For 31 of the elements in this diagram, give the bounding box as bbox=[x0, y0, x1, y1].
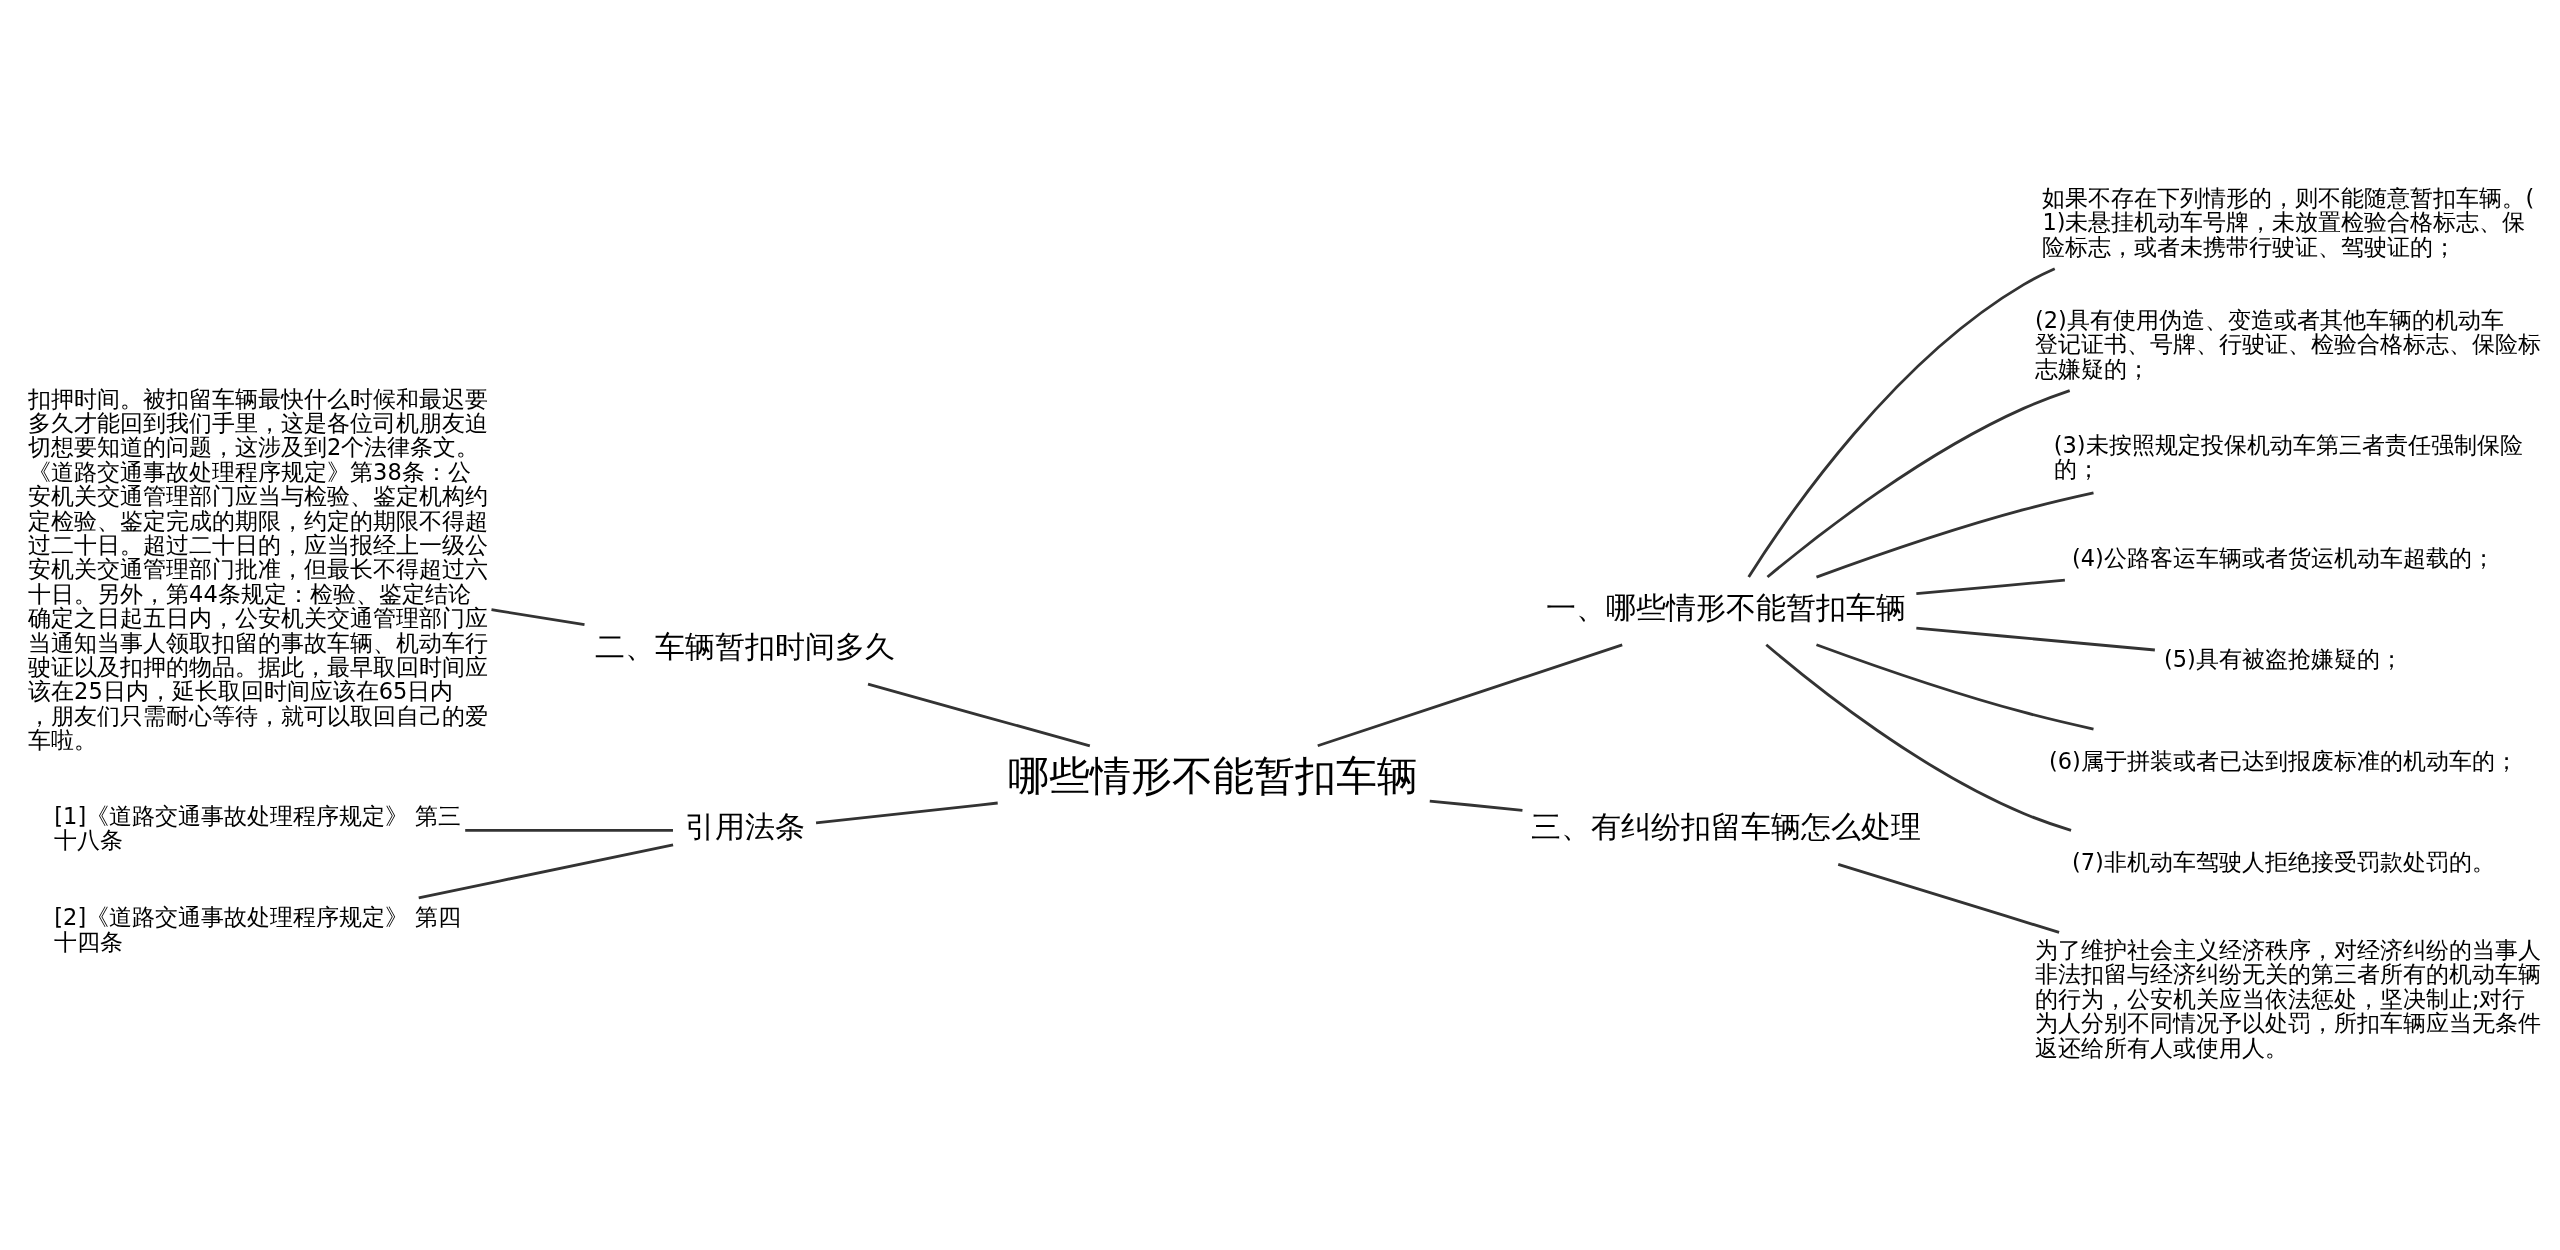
connector bbox=[1837, 862, 2060, 934]
connector bbox=[1916, 626, 2155, 652]
node-text: (2)具有使用伪造、变造或者其他车辆的机动车登记证书、号牌、行驶证、检验合格标志、保险标志嫌疑的； bbox=[2034, 306, 2541, 382]
connector bbox=[1766, 389, 2071, 579]
node-text: (4)公路客运车辆或者货运机动车超载的； bbox=[2071, 545, 2495, 572]
node-text: [2]《道路交通事故处理程序规定》 第四十四条 bbox=[54, 904, 462, 955]
node-text: 一、哪些情形不能暂扣车辆 bbox=[1546, 590, 1907, 626]
node-text: 三、有纠纷扣留车辆怎么处理 bbox=[1531, 809, 1922, 845]
connector bbox=[1317, 643, 1623, 748]
node-text: [1]《道路交通事故处理程序规定》 第三十八条 bbox=[54, 802, 462, 854]
connector bbox=[1916, 578, 2065, 596]
node-text: (3)未按照规定投保机动车第三者责任强制保险的； bbox=[2053, 431, 2523, 483]
node-text: (6)属于拼装或者已达到报废标准的机动车的； bbox=[2048, 747, 2518, 774]
node-text: 二、车辆暂扣时间多久 bbox=[594, 629, 895, 665]
connector bbox=[1765, 643, 2072, 832]
connector bbox=[867, 682, 1091, 748]
connector bbox=[465, 828, 673, 832]
connector bbox=[491, 608, 585, 627]
node-text: 为了维护社会主义经济秩序，对经济纠纷的当事人非法扣留与经济纠纷无关的第三者所有的机动车辆的行为，公安机关应当依法惩处，坚决制止;对行为人分别不同情况予以处罚，所扣车辆应当无条件返还给所有人或使用人。 bbox=[2034, 937, 2541, 1061]
connector bbox=[418, 843, 674, 900]
connector bbox=[1429, 799, 1523, 812]
connector bbox=[1747, 267, 2056, 578]
connector bbox=[1816, 643, 2094, 731]
node-text: 如果不存在下列情形的，则不能随意暂扣车辆。(1)未悬挂机动车号牌，未放置检验合格标志、保险标志，或者未携带行驶证、驾驶证的； bbox=[2042, 185, 2535, 260]
node-text: 扣押时间。被扣留车辆最快什么时候和最迟要多久才能回到我们手里，这是各位司机朋友迫切想要知道的问题，这涉及到2个法律条文。《道路交通事故处理程序规定》第38条：公安机关交通管理部门应当与检验、鉴定机构约定检验、鉴定完成的期限，约定的期限不得超过二十日。超过二十日的，应当报经上一级公安机关交通管理部门批准，但最长不得超过六十日。另外，第44条规定：检验、鉴定结论确定之日起五日内，公安机关交通管理部门应当通知当事人领取扣留的事故车辆、机动车行驶证以及扣押的物品。据此，最早取回时间应该在25日内，延长取回时间应该在65日内，朋友们只需耐心等待，就可以取回自己的爱车啦。 bbox=[28, 385, 489, 754]
connector bbox=[1816, 491, 2094, 579]
node-text: 哪些情形不能暂扣车辆 bbox=[1008, 752, 1419, 801]
connector bbox=[815, 801, 998, 825]
node-text: 引用法条 bbox=[684, 809, 805, 845]
node-text: (7)非机动车驾驶人拒绝接受罚款处罚的。 bbox=[2071, 848, 2495, 875]
node-text: (5)具有被盗抢嫌疑的； bbox=[2163, 646, 2403, 673]
